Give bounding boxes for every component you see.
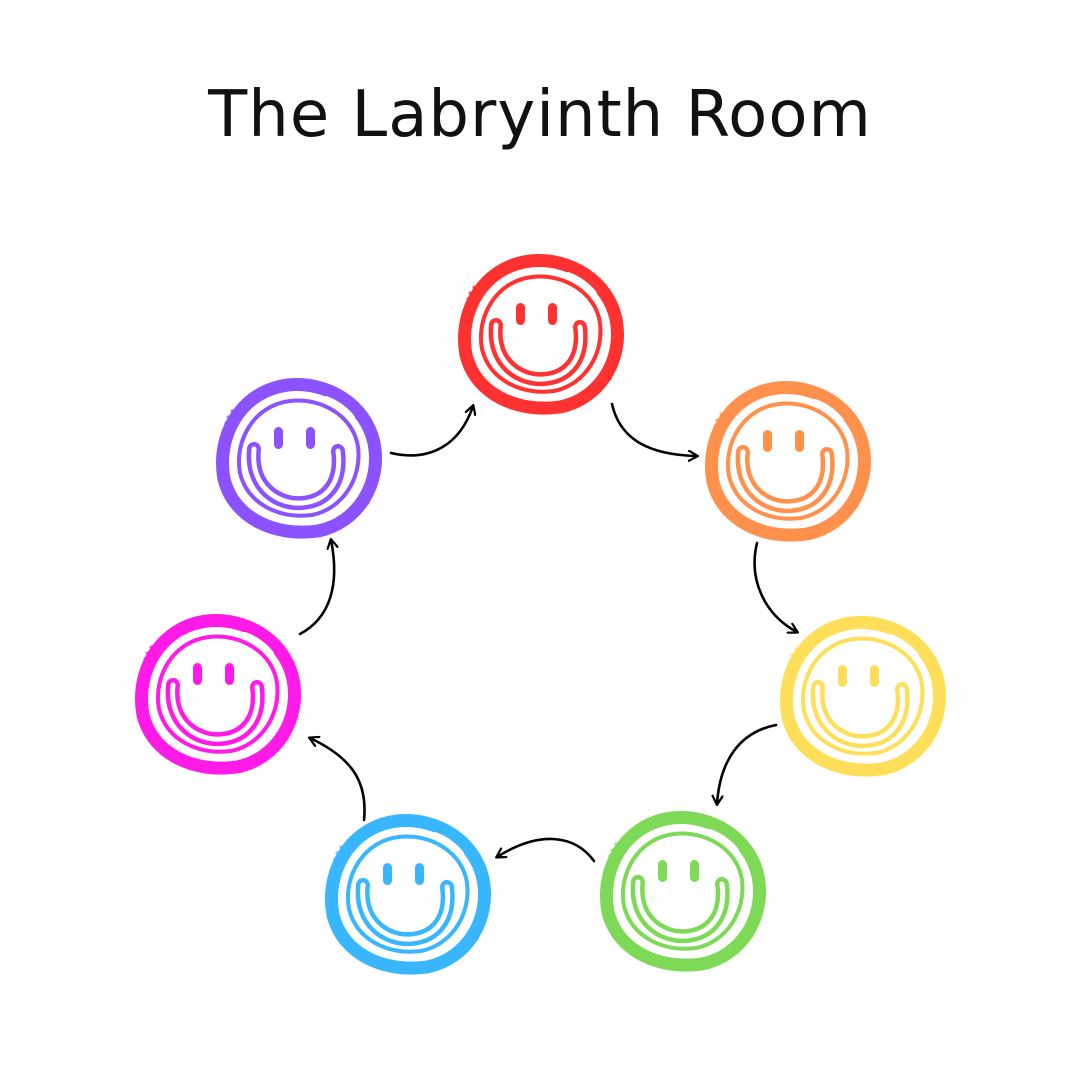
smiley-face-icon-blue [325, 814, 491, 975]
smiley-face-icon-yellow [780, 616, 946, 777]
cycle-arrow [389, 406, 473, 457]
cycle-arrow [310, 738, 366, 822]
cycle-arrow [753, 541, 797, 632]
smiley-face-icon-green [600, 811, 766, 972]
smiley-face-icon-pink [135, 614, 301, 775]
smiley-face-icon-orange [705, 381, 871, 542]
smiley-face-icon-red [458, 254, 624, 415]
cycle-arrow [610, 402, 697, 456]
cycle-arrow [497, 837, 596, 863]
smiley-face-icon-purple [216, 378, 382, 539]
cycle-arrow [298, 540, 334, 636]
arrows-layer [298, 402, 797, 863]
faces-layer [135, 254, 946, 975]
cycle-arrow [717, 723, 778, 804]
diagram-title: The Labryinth Room [208, 78, 872, 152]
